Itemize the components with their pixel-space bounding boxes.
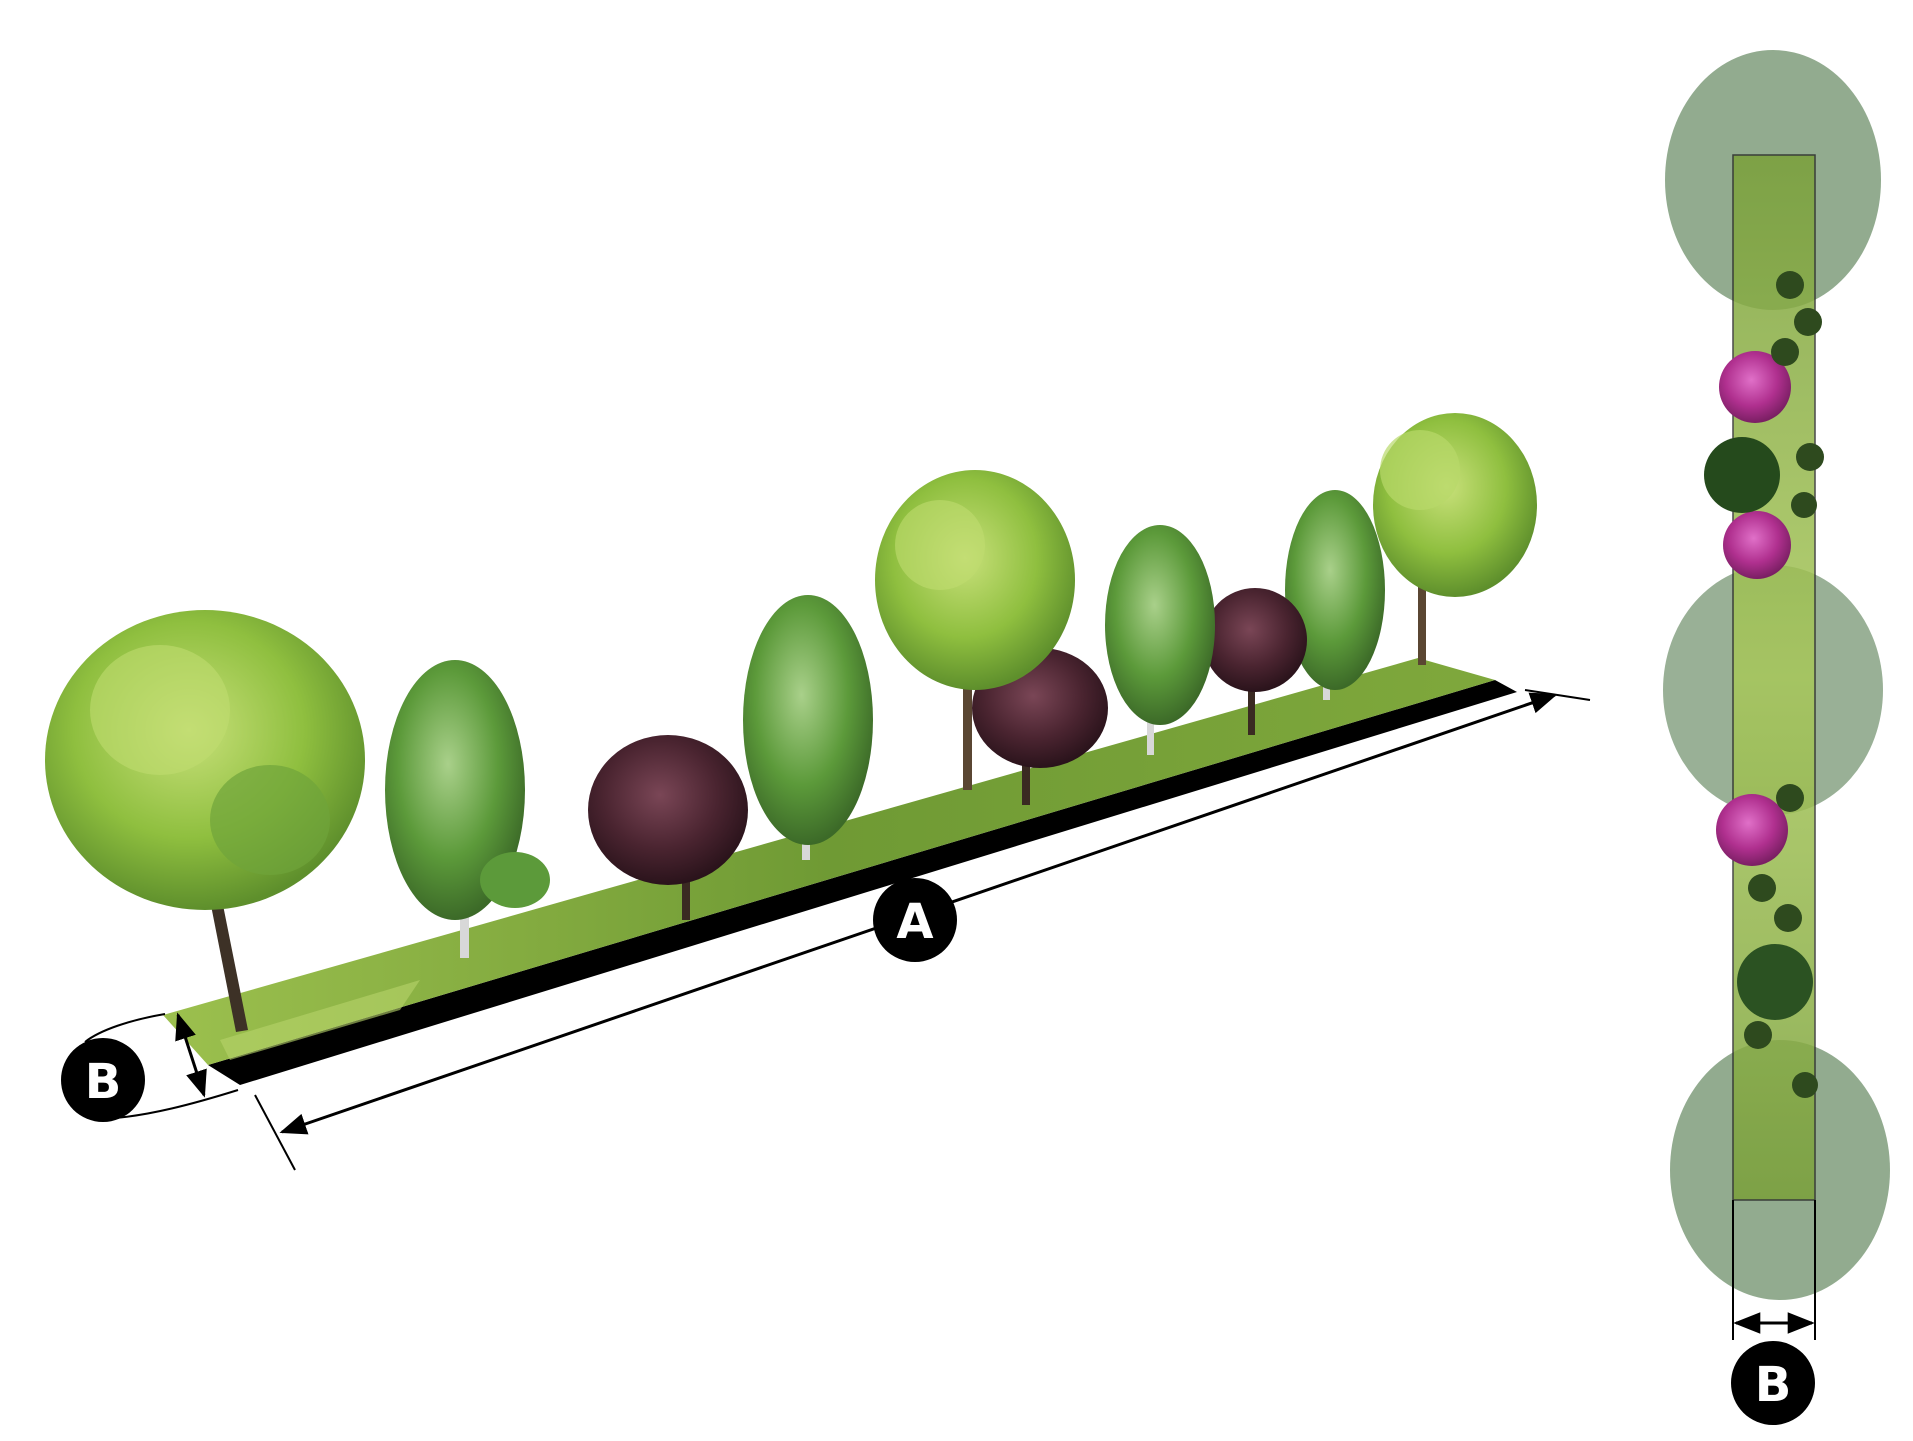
- extension-line-a-left: [254, 1094, 296, 1171]
- plan-shrub-green-1: [1704, 437, 1780, 513]
- plan-bush: [1792, 1072, 1818, 1098]
- label-badge-b-perspective: B: [61, 1038, 145, 1122]
- plan-bush: [1776, 784, 1804, 812]
- label-badge-a: A: [873, 878, 957, 962]
- plan-bush: [1776, 271, 1804, 299]
- plan-bush: [1791, 492, 1817, 518]
- plan-bush: [1748, 874, 1776, 902]
- plan-shrub-magenta-2: [1723, 511, 1791, 579]
- perspective-view: A B: [45, 413, 1591, 1171]
- label-badge-b-plan: B: [1731, 1341, 1815, 1425]
- plan-bush: [1796, 443, 1824, 471]
- tree-9: [1373, 413, 1537, 665]
- plan-shrub-magenta-3: [1716, 794, 1788, 866]
- plan-shrub-magenta-1: [1719, 351, 1791, 423]
- plan-view: B: [1663, 50, 1890, 1425]
- label-a-text: A: [896, 894, 933, 950]
- extension-line-b-bottom: [114, 1089, 239, 1119]
- dimension-line-b: [175, 1012, 207, 1098]
- plan-shrub-green-2: [1737, 944, 1813, 1020]
- extension-line-a-right: [1524, 689, 1591, 701]
- extension-line-b-top: [84, 1013, 166, 1043]
- plan-bush: [1794, 308, 1822, 336]
- tree-8: [1285, 490, 1385, 700]
- label-b-plan-text: B: [1755, 1357, 1792, 1413]
- plan-bush: [1774, 904, 1802, 932]
- plan-bush: [1771, 338, 1799, 366]
- plan-bush: [1744, 1021, 1772, 1049]
- tree-0: [45, 610, 365, 1032]
- label-b-perspective-text: B: [85, 1054, 122, 1110]
